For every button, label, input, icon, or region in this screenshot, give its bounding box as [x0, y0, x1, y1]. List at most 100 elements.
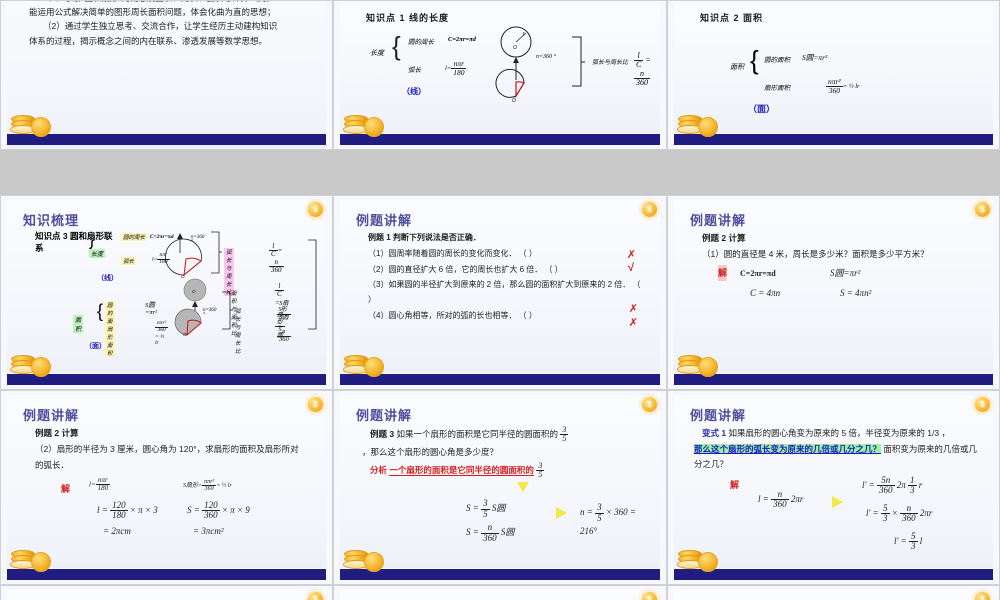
angle-note-2: n=360 °: [203, 308, 217, 318]
coin-badge-icon: $: [308, 592, 323, 600]
outer-bracket-icon: [308, 239, 317, 330]
slide-thumbnail-6[interactable]: $ 例题讲解 例题 2 计算 （1）圆的直径是 4 米，周长是多少米？面积是多少…: [667, 195, 1000, 390]
coin-stack-icon: [676, 548, 726, 574]
judgement-item: （3）如果圆的半径扩大到原来的 2 倍，那么圆的面积扩大到原来的 2 倍． （ …: [368, 280, 641, 305]
page-title: 例题讲解: [23, 408, 80, 423]
length-label: 长度: [370, 49, 384, 57]
svg-text:r: r: [523, 31, 525, 37]
length-label: 长度: [89, 249, 106, 258]
slide-footer-bar: [340, 374, 660, 385]
coin-stack-icon: [676, 353, 726, 379]
example-heading: 例题 3: [370, 429, 395, 440]
area-tag: （面）: [748, 104, 776, 114]
ratio2-label: 面积与面积比: [231, 291, 237, 337]
circumference-formula: C=2πr=πd: [150, 234, 174, 240]
slide-text-line: 能运用公式解决简单的图形周长面积问题，体会化曲为直的思想；: [29, 7, 276, 18]
solve-label: 解: [61, 483, 71, 494]
question-part-a: 如果一个扇形的面积是它同半径的圆面积的: [396, 429, 558, 440]
angle-note: n=360 °: [536, 54, 556, 60]
coin-badge-icon: $: [642, 592, 657, 600]
coin-badge-icon: $: [975, 202, 990, 217]
answer-circumference: C = 4πn: [750, 287, 781, 298]
slide-thumbnail-5[interactable]: $ 例题讲解 例题 1 判断下列说法是否正确． （1）圆周率随着圆的周长的变化而…: [333, 195, 667, 390]
slide-thumbnail-12[interactable]: $ 例题讲解 例题 4 如图，圆的周长是 16.4 厘米，圆的面积与长方形的面积…: [667, 585, 1000, 600]
brace-icon: {: [392, 31, 401, 61]
page-title: 知识点 1 线的长度: [366, 13, 450, 23]
page-title: 知识点 2 面积: [700, 13, 764, 23]
area-result: = 3πcm²: [193, 525, 224, 536]
slide-footer-bar: [674, 569, 993, 580]
slide-footer-bar: [340, 569, 660, 580]
slide-thumbnail-4[interactable]: $ 知识梳理 知识点 3 圆和扇形联系 { 长度 圆的周长 C=2πr=πd 弧…: [0, 195, 333, 390]
slide-thumbnail-10[interactable]: $ 例题讲解 变式 2 如果扇形的圆心角变为原来的 5 倍，半径变为原来的 1/…: [0, 585, 333, 600]
ratio1-label: 弧长与周长比: [224, 248, 234, 296]
page-title: 例题讲解: [356, 213, 413, 228]
arc-length-label: 弧长: [121, 257, 137, 265]
question-highlight: 那么这个扇形的弧长变为原来的几倍或几分之几？: [694, 443, 882, 454]
slide-thumbnail-1[interactable]: 教学目标 （1）了解“圆和扇形”的概念及面积、周长、弧长等计算公式， 能运用公式…: [0, 0, 333, 150]
circle-sector-diagram: r O O: [495, 26, 532, 104]
question-text: （1）圆的直径是 4 米，周长是多少米？面积是多少平方米？: [702, 249, 929, 260]
analysis-text: 一个扇形的面积是它同半径的圆面积的: [389, 465, 534, 477]
slide-footer-bar: [674, 374, 993, 385]
coin-badge-icon: $: [642, 397, 657, 412]
slide-footer-bar: [7, 569, 326, 580]
answer-area: S = 4πn²: [840, 287, 872, 298]
slide-footer-bar: [7, 374, 326, 385]
answer-mark: ✗: [628, 317, 638, 329]
arc-length-label: 弧长: [408, 67, 421, 74]
page-title: 例题讲解: [356, 408, 413, 423]
line-tag: （线）: [402, 87, 426, 96]
brace-icon: {: [750, 45, 759, 75]
circle-sector-diagram-2: O O: [174, 278, 207, 337]
right-arrow-icon: [556, 507, 567, 520]
arc-result: = 2πcm: [103, 525, 131, 536]
circle-area-label: 圆的面积: [764, 57, 790, 64]
answer-mark: √: [627, 262, 634, 274]
up-arrow-icon: [177, 233, 183, 253]
svg-text:O: O: [183, 332, 187, 337]
slide-footer-bar: [7, 134, 326, 145]
svg-text:O: O: [181, 274, 185, 279]
formula-circumference: C=2πr=πd: [740, 268, 776, 278]
slide-thumbnail-11[interactable]: $ 例题讲解 例题 4 如图，圆的周长是 16.4 厘米，圆的面积与长方形的面积…: [333, 585, 667, 600]
svg-text:O: O: [192, 289, 196, 294]
coin-badge-icon: $: [975, 592, 990, 600]
brace-icon: {: [89, 237, 96, 257]
page-title: 知识梳理: [23, 213, 80, 228]
bracket-icon: [222, 291, 233, 330]
slide-thumbnail-7[interactable]: $ 例题讲解 例题 2 计算 （2）扇形的半径为 3 厘米，圆心角为 120°，…: [0, 390, 333, 585]
question-text: （2）扇形的半径为 3 厘米，圆心角为 120°，求扇形的面积及扇形所对的弧长．: [35, 444, 299, 470]
coin-stack-icon: [9, 548, 59, 574]
area-tag: （面）: [85, 343, 106, 350]
judgement-item: （1）圆周率随着圆的周长的变化而变化． （ ）: [368, 248, 537, 258]
example-heading: 例题 1 判断下列说法是否正确．: [368, 233, 481, 242]
slide-text-line: （2）通过学生独立思考、交流合作，让学生经历主动建构知识: [43, 21, 278, 32]
svg-text:O: O: [513, 45, 517, 51]
circumference-formula: C=2πr=πd: [448, 36, 476, 43]
slide-text-line: （1）了解“圆和扇形”的概念及面积、周长、弧长等计算公式，: [29, 1, 312, 5]
judgement-item: （4）圆心角相等，所对的弧的长也相等． （ ）: [368, 310, 537, 320]
question-part-b: ，那么这个扇形的圆心角是多少度？: [362, 446, 499, 457]
slide-text-line: 体系的过程，揭示概念之间的内在联系、渗透发展等数学思想。: [29, 35, 268, 46]
analysis-label: 分析: [370, 465, 388, 476]
slide-thumbnail-9[interactable]: $ 例题讲解 变式 1 如果扇形的圆心角变为原来的 5 倍，半径变为原来的 1/…: [667, 390, 1000, 585]
